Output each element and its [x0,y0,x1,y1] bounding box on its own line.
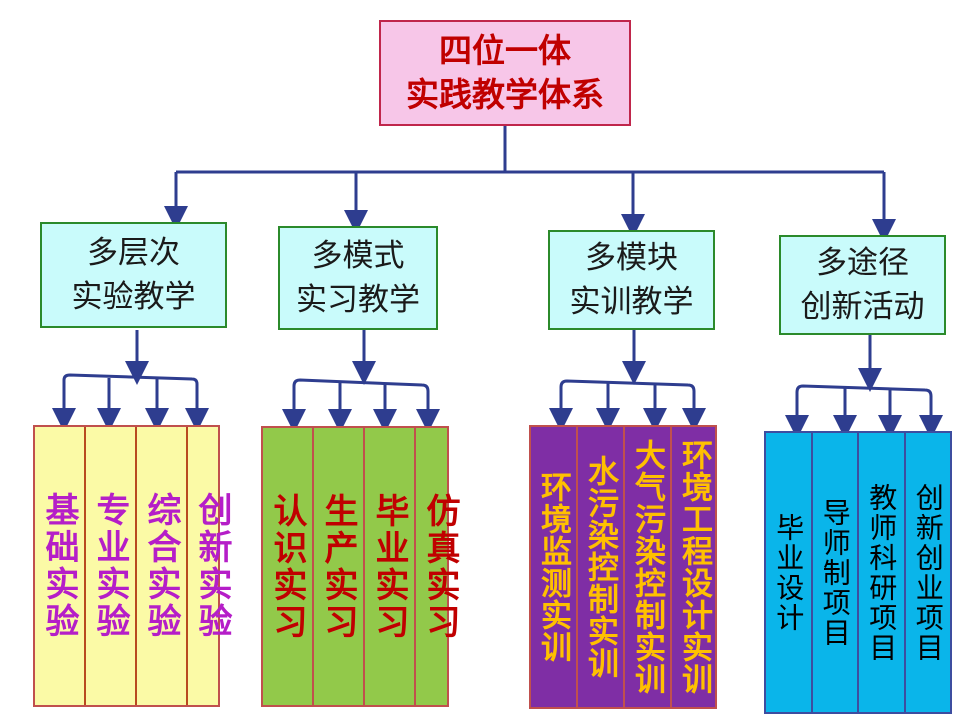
leaf-item: 环境监测实训 [531,427,578,707]
category-title-line2: 实验教学 [71,279,196,315]
root-title-line1: 四位一体 [439,31,571,70]
leaf-label: 认识实习 [267,492,307,641]
category-node-training: 多模块 实训教学 [548,230,715,330]
leaf-item: 创新创业项目 [906,433,951,712]
leaf-item: 毕业实习 [365,428,416,705]
leaf-item: 生产实习 [314,428,365,705]
category-title-line2: 实习教学 [296,282,420,318]
leaf-label: 导师制项目 [818,497,852,648]
leaf-label: 毕业实习 [369,492,409,641]
category-title-line1: 多模式 [311,238,405,274]
leaf-item: 基础实验 [35,427,86,705]
leaf-label: 基础实验 [39,492,79,640]
leaf-item: 水污染控制实训 [578,427,625,707]
category-title-line2: 创新活动 [800,289,925,325]
category-title-line1: 多途径 [816,245,909,281]
leaf-label: 生产实习 [318,492,358,641]
leaf-item: 创新实验 [188,427,237,705]
leaf-label: 大气污染控制实训 [629,439,665,695]
leaf-label: 创新实验 [192,492,232,640]
category-node-experiment: 多层次 实验教学 [40,222,227,328]
leaf-label: 环境监测实训 [535,471,571,663]
leaf-label: 仿真实习 [420,492,460,641]
leaf-item: 导师制项目 [813,433,859,712]
leaf-item: 环境工程设计实训 [672,427,717,707]
leaf-label: 创新创业项目 [911,482,945,663]
leaf-group-training: 环境监测实训 水污染控制实训 大气污染控制实训 环境工程设计实训 [529,425,717,709]
category-node-innovation: 多途径 创新活动 [779,235,946,335]
root-node: 四位一体 实践教学体系 [379,20,631,126]
leaf-group-experiment: 基础实验 专业实验 综合实验 创新实验 [33,425,232,707]
category-title-line2: 实训教学 [569,284,694,320]
root-title-line2: 实践教学体系 [406,75,604,114]
leaf-group-innovation: 毕业设计 导师制项目 教师科研项目 创新创业项目 [764,431,952,714]
category-node-internship: 多模式 实习教学 [278,226,438,330]
leaf-label: 教师科研项目 [865,482,899,663]
leaf-item: 大气污染控制实训 [625,427,672,707]
leaf-label: 水污染控制实训 [582,455,618,679]
category-title-line1: 多模块 [585,240,678,276]
leaf-item: 教师科研项目 [859,433,906,712]
leaf-group-internship: 认识实习 生产实习 毕业实习 仿真实习 [261,426,460,707]
leaf-label: 环境工程设计实训 [676,439,712,695]
leaf-label: 毕业设计 [772,512,806,633]
leaf-item: 毕业设计 [766,433,813,712]
leaf-item: 综合实验 [137,427,188,705]
leaf-item: 专业实验 [86,427,137,705]
leaf-item: 认识实习 [263,428,314,705]
leaf-label: 综合实验 [141,492,181,640]
category-title-line1: 多层次 [87,235,180,271]
leaf-item: 仿真实习 [416,428,465,705]
leaf-label: 专业实验 [90,492,130,640]
